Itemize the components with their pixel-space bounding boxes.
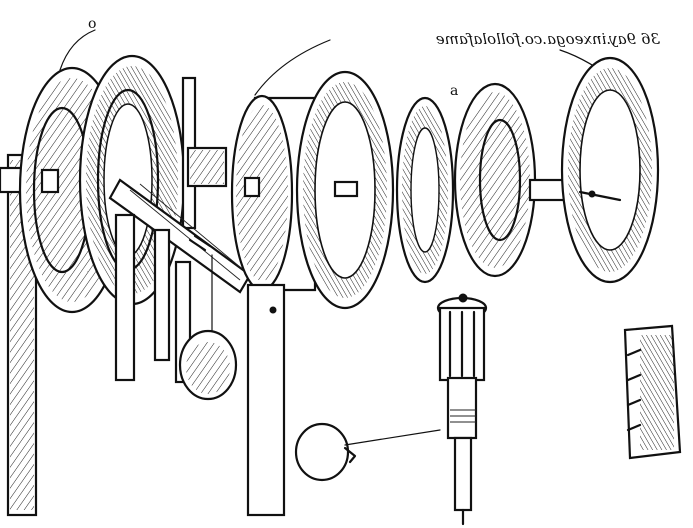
mark-o: o: [88, 16, 96, 32]
central-post: [246, 283, 286, 517]
right-solid-wheel: [453, 82, 537, 278]
mark-a: a: [450, 83, 458, 99]
lantern-spindle: [436, 293, 488, 526]
left-support-posts: [114, 213, 192, 384]
mirror-script-caption: 36 9ay.inxeoga.co.follolafame: [436, 30, 660, 48]
right-crown-wheel: [560, 56, 660, 284]
hanging-weight-bottom: [294, 422, 441, 482]
middle-small-wheel: [395, 96, 455, 284]
ratchet-detail: [623, 324, 682, 460]
crank-handle: [108, 178, 252, 294]
vertical-rod: [181, 76, 228, 230]
svg-text:36 9ay.inxeoga.co.follolafame: 36 9ay.inxeoga.co.follolafame: [436, 30, 660, 48]
annotation-arc-top: [254, 39, 331, 96]
central-toothed-ring: [295, 70, 395, 310]
hanging-weight-left: [178, 254, 238, 401]
annotation-arc-left: [59, 29, 96, 71]
